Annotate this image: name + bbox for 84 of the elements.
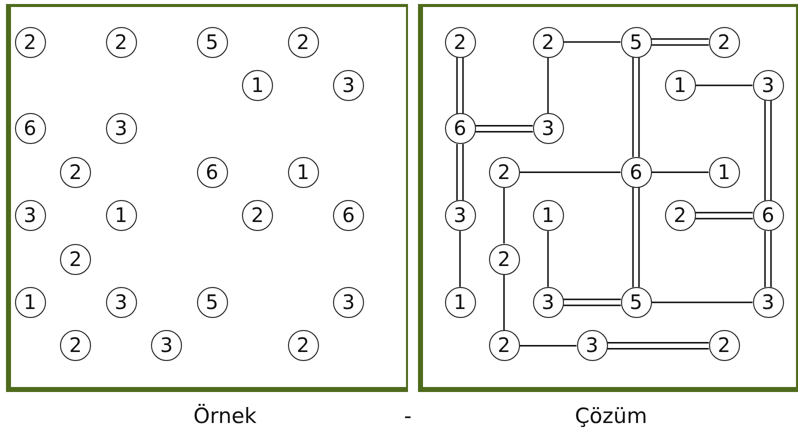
number-circle: 3	[106, 113, 136, 144]
number-circle: 2	[288, 26, 318, 58]
number-circle: 2	[488, 244, 520, 274]
panel-label: Örnek	[193, 404, 257, 428]
bridge-line	[632, 187, 634, 288]
number-circle: 3	[444, 200, 476, 232]
number-circle: 2	[444, 26, 476, 58]
bridge-line	[459, 231, 461, 287]
number-circle: 3	[106, 286, 136, 318]
number-circle: 3	[532, 113, 564, 144]
number-circle: 1	[242, 70, 273, 101]
number-circle: 3	[14, 200, 46, 232]
bridge-line	[462, 57, 464, 114]
bridge-line	[695, 218, 753, 220]
bridge-line	[563, 298, 621, 300]
bridge-line	[607, 342, 709, 344]
number-circle: 2	[532, 26, 564, 58]
number-circle: 1	[288, 156, 318, 188]
bridge-line	[607, 348, 709, 350]
number-circle: 1	[444, 286, 476, 318]
bridge-line	[651, 38, 709, 40]
number-circle: 6	[620, 156, 652, 188]
number-circle: 3	[752, 70, 784, 101]
number-circle: 3	[151, 330, 182, 362]
number-circle: 1	[532, 200, 564, 232]
number-circle: 2	[708, 26, 740, 58]
bridge-line	[547, 58, 549, 114]
bridge-line	[651, 44, 709, 46]
puzzle-panel	[6, 4, 408, 392]
number-circle: 5	[620, 26, 652, 58]
number-circle: 1	[664, 70, 696, 101]
number-circle: 2	[288, 330, 318, 362]
separator-dash: -	[404, 404, 412, 428]
bridge-line	[547, 231, 549, 287]
panel-label: Çözüm	[574, 404, 648, 428]
number-circle: 6	[196, 156, 228, 188]
number-circle: 3	[333, 286, 364, 318]
number-circle: 6	[752, 200, 784, 232]
bridge-line	[520, 171, 620, 173]
puzzle-panel	[418, 4, 798, 392]
bridge-line	[695, 212, 753, 214]
bridge-line	[520, 345, 576, 347]
number-circle: 2	[708, 330, 740, 362]
bridge-line	[456, 144, 458, 200]
bridge-line	[503, 188, 505, 244]
bridge-line	[652, 171, 708, 173]
number-circle: 3	[752, 286, 784, 318]
bridge-line	[764, 100, 766, 200]
number-circle: 2	[60, 244, 91, 274]
number-circle: 2	[60, 156, 91, 188]
bridge-line	[632, 57, 634, 157]
bridge-line	[638, 187, 640, 288]
number-circle: 2	[60, 330, 91, 362]
number-circle: 3	[333, 70, 364, 101]
number-circle: 6	[333, 200, 364, 232]
bridge-line	[456, 57, 458, 114]
number-circle: 6	[444, 113, 476, 144]
bridge-line	[462, 144, 464, 200]
number-circle: 2	[14, 26, 46, 58]
number-circle: 5	[620, 286, 652, 318]
number-circle: 1	[106, 200, 136, 232]
number-circle: 3	[576, 330, 608, 362]
bridge-line	[475, 125, 533, 127]
number-circle: 5	[196, 26, 228, 58]
number-circle: 2	[106, 26, 136, 58]
number-circle: 2	[664, 200, 696, 232]
number-circle: 6	[14, 113, 46, 144]
number-circle: 2	[242, 200, 273, 232]
bridge-line	[652, 302, 752, 304]
number-circle: 1	[14, 286, 46, 318]
number-circle: 3	[532, 286, 564, 318]
bridge-line	[563, 304, 621, 306]
number-circle: 5	[196, 286, 228, 318]
bridge-line	[696, 84, 752, 86]
bridge-line	[475, 131, 533, 133]
number-circle: 2	[488, 156, 520, 188]
number-circle: 2	[488, 330, 520, 362]
bridge-line	[770, 230, 772, 288]
bridge-line	[638, 57, 640, 157]
bridge-line	[564, 41, 620, 43]
bridge-line	[764, 230, 766, 288]
number-circle: 1	[708, 156, 740, 188]
bridge-line	[503, 274, 505, 330]
bridge-line	[770, 100, 772, 200]
